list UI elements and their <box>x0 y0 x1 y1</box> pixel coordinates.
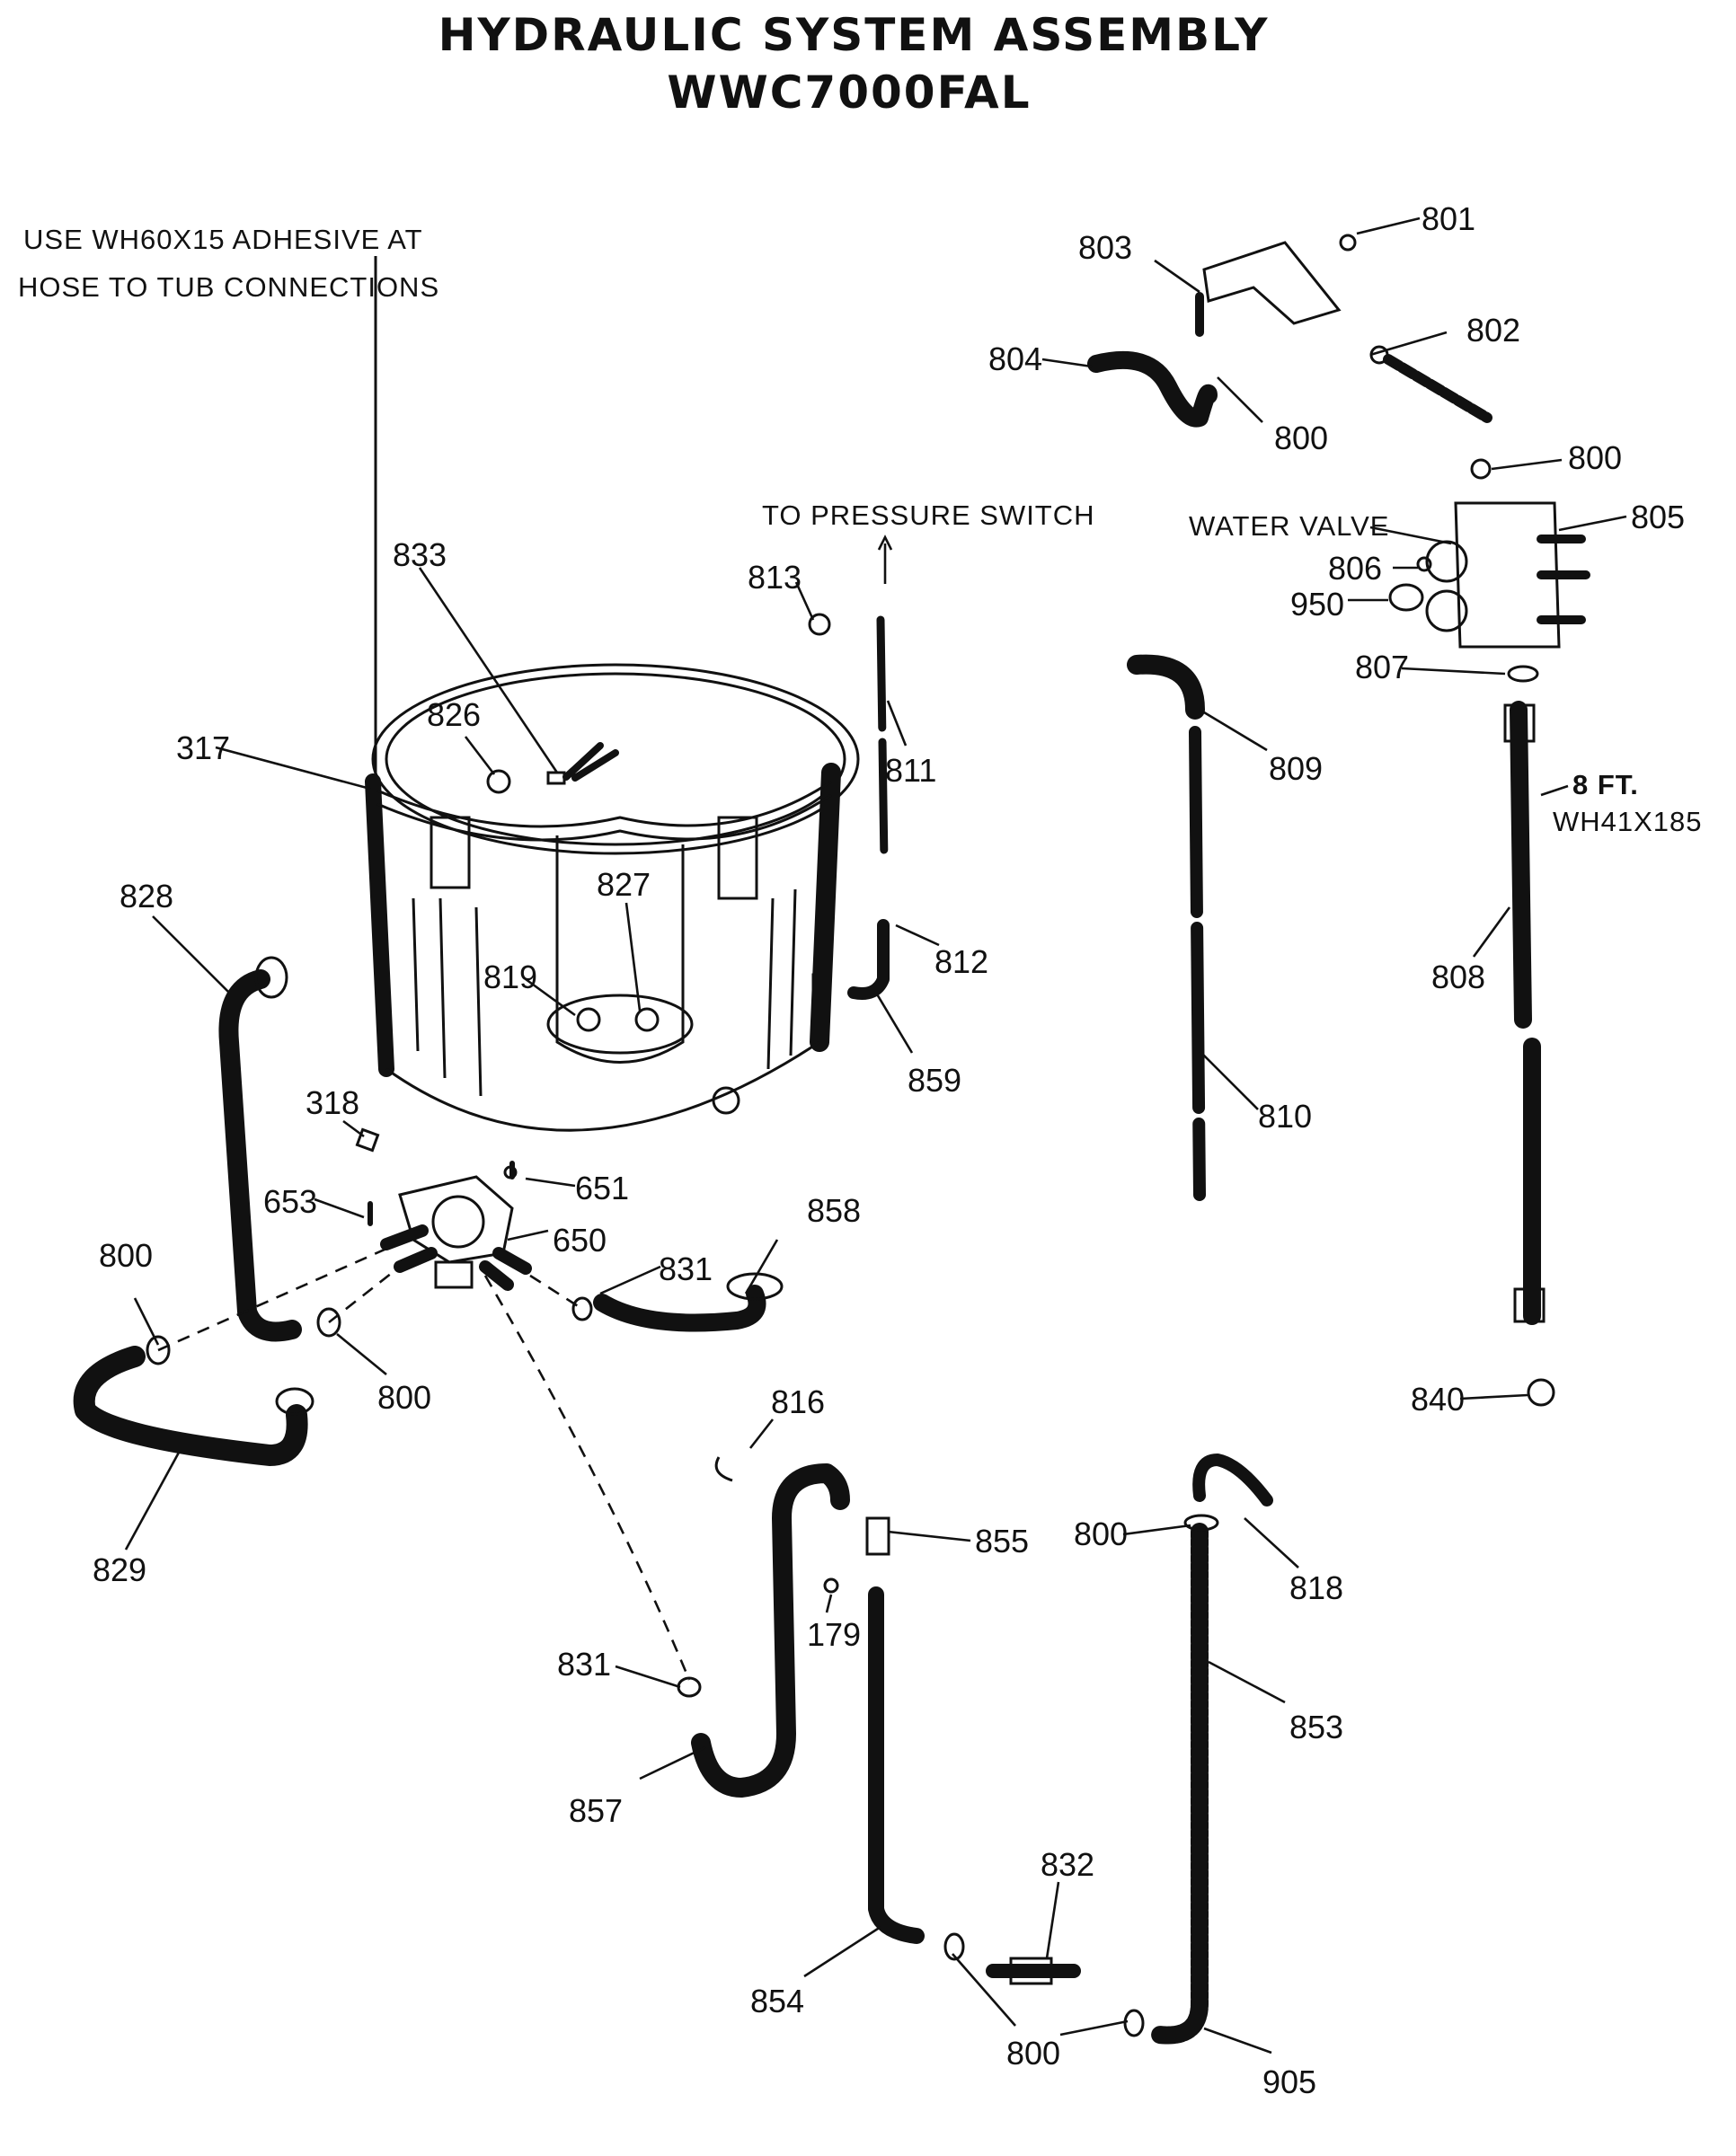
part-label-905: 905 <box>1262 2063 1316 2100</box>
hose-818 <box>1192 1454 1273 1507</box>
fill-hose-808 <box>1510 701 1532 1029</box>
diagram-title-line1: HYDRAULIC SYSTEM ASSEMBLY <box>438 9 1270 61</box>
part-label-827: 827 <box>597 866 651 903</box>
bolt-802 <box>1383 354 1492 423</box>
hose-length-callout: 8 FT. <box>1572 769 1639 800</box>
part-label-819: 819 <box>483 959 537 995</box>
adhesive-note-line1: USE WH60X15 ADHESIVE AT <box>23 224 423 255</box>
part-label-832: 832 <box>1041 1846 1094 1883</box>
part-label-811: 811 <box>885 752 936 789</box>
hose-853 <box>1150 1523 1209 2045</box>
pump-650 <box>368 1161 532 1291</box>
part-label-813: 813 <box>748 559 802 596</box>
hose-828 <box>218 969 302 1342</box>
adhesive-note-line2: HOSE TO TUB CONNECTIONS <box>18 271 439 303</box>
water-valve-805 <box>1425 501 1590 649</box>
part-label-318: 318 <box>306 1084 359 1121</box>
hose-part-callout: WH41X185 <box>1553 806 1703 837</box>
part-label-950: 950 <box>1290 586 1344 623</box>
part-label-800-d: 800 <box>377 1379 431 1416</box>
part-label-831-b: 831 <box>557 1646 611 1683</box>
part-label-650: 650 <box>553 1222 607 1259</box>
part-label-816: 816 <box>771 1383 825 1420</box>
part-label-808: 808 <box>1431 959 1485 995</box>
part-label-833: 833 <box>393 536 447 573</box>
part-label-831-a: 831 <box>659 1250 713 1287</box>
part-label-800-e: 800 <box>1074 1515 1128 1552</box>
part-label-806: 806 <box>1328 550 1382 587</box>
part-label-804: 804 <box>988 340 1042 377</box>
part-label-840: 840 <box>1411 1381 1465 1418</box>
hose-858 <box>593 1285 766 1332</box>
part-label-317: 317 <box>176 729 230 766</box>
outer-tub <box>355 256 860 1153</box>
bracket-803 <box>1202 241 1342 325</box>
part-label-807: 807 <box>1355 649 1409 685</box>
part-label-828: 828 <box>120 878 173 915</box>
pressure-switch-callout: TO PRESSURE SWITCH <box>762 499 1095 531</box>
part-label-805: 805 <box>1631 499 1685 535</box>
part-label-829: 829 <box>93 1551 146 1588</box>
hose-854 <box>868 1586 925 1944</box>
part-label-179: 179 <box>807 1616 861 1653</box>
part-label-855: 855 <box>975 1523 1029 1560</box>
hose-859 <box>847 919 890 1000</box>
part-label-802: 802 <box>1466 312 1520 349</box>
part-label-803: 803 <box>1078 229 1132 266</box>
part-label-653: 653 <box>263 1183 317 1220</box>
part-label-859: 859 <box>908 1062 961 1099</box>
part-label-800-a: 800 <box>1274 420 1328 456</box>
hose-829 <box>73 1346 308 1466</box>
diagram-title-line2: WWC7000FAL <box>667 66 1031 119</box>
part-label-810: 810 <box>1258 1098 1312 1135</box>
part-label-854: 854 <box>750 1983 804 2019</box>
part-label-858: 858 <box>807 1192 861 1229</box>
hose-857 <box>691 1463 850 1798</box>
part-label-800-f: 800 <box>1006 2035 1060 2072</box>
part-label-818: 818 <box>1289 1569 1343 1606</box>
part-label-812: 812 <box>934 943 988 980</box>
part-label-800-b: 800 <box>1568 439 1622 476</box>
part-label-651: 651 <box>575 1170 629 1206</box>
part-label-853: 853 <box>1289 1709 1343 1745</box>
part-label-800-c: 800 <box>99 1237 153 1274</box>
part-label-857: 857 <box>569 1792 623 1829</box>
tube-811 <box>876 615 889 867</box>
hose-810 <box>1189 726 1206 1201</box>
water-valve-callout: WATER VALVE <box>1189 510 1389 542</box>
part-label-826: 826 <box>427 696 481 733</box>
hose-804 <box>1087 350 1218 428</box>
hose-809 <box>1127 654 1205 720</box>
part-label-801: 801 <box>1422 200 1475 237</box>
part-label-809: 809 <box>1269 750 1323 787</box>
